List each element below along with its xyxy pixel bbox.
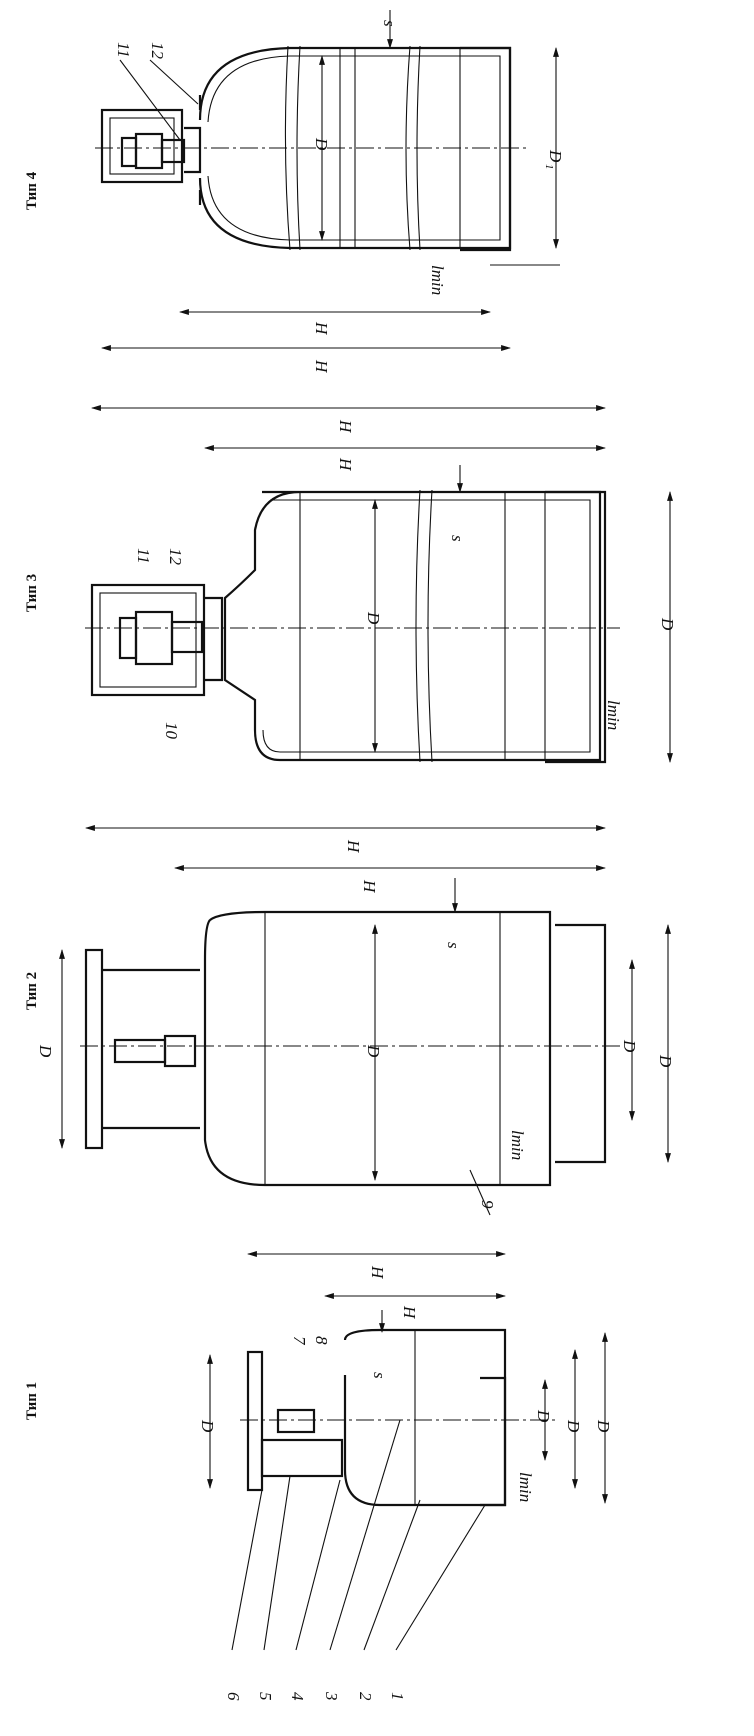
foot-ring bbox=[555, 923, 607, 1164]
part-12-t4: 12 bbox=[148, 42, 167, 60]
part-9-t2: 9 bbox=[478, 1200, 497, 1209]
type-1-view: Тип 1 D D D D s lmin H H 7 8 6 5 4 3 2 1 bbox=[24, 1251, 613, 1701]
type-2-title: Тип 2 bbox=[24, 972, 40, 1010]
dim-D-t2: D bbox=[364, 1044, 383, 1058]
part-8-t1: 8 bbox=[312, 1336, 331, 1345]
dim-D2-t1: D bbox=[198, 1419, 217, 1433]
dim-H1-t2: H bbox=[360, 879, 379, 894]
handle-ring bbox=[84, 948, 104, 1150]
dim-D-t4: D bbox=[312, 137, 331, 151]
dim-s-t3: s bbox=[448, 535, 467, 542]
handle-ring bbox=[246, 1350, 264, 1492]
dim-s-t4: s bbox=[380, 20, 399, 27]
cylinder-body bbox=[203, 910, 552, 1187]
part-7-t1: 7 bbox=[290, 1336, 309, 1346]
foot-ring bbox=[460, 46, 512, 252]
type-4-view: Тип 4 D D 1 s lmin H H 11 12 bbox=[24, 10, 565, 374]
type-3-view: Тип 3 D D s lmin H H 11 12 10 bbox=[24, 405, 677, 764]
dim-D3-t2: D bbox=[620, 1039, 639, 1053]
type-3-title: Тип 3 bbox=[24, 574, 40, 612]
dim-D-t3: D bbox=[364, 611, 383, 625]
valve-guard bbox=[90, 583, 206, 697]
dim-H1-t4: H bbox=[312, 321, 331, 336]
valve bbox=[113, 1038, 167, 1064]
type-4-title: Тип 4 bbox=[24, 171, 40, 210]
cylinder-body bbox=[343, 1328, 507, 1507]
part-1-t1: 1 bbox=[388, 1692, 407, 1701]
dim-H1-t1: H bbox=[400, 1305, 419, 1320]
valve bbox=[120, 136, 138, 168]
type-1-title: Тип 1 bbox=[24, 1382, 40, 1420]
valve-guard bbox=[100, 108, 184, 184]
part-2-t1: 2 bbox=[356, 1692, 375, 1701]
dim-H-t3: H bbox=[336, 419, 355, 434]
type-2-view: Тип 2 D D D D s lmin H H 9 bbox=[24, 825, 675, 1216]
dim-D1-t2: D bbox=[656, 1054, 675, 1068]
part-10-t3: 10 bbox=[162, 722, 181, 740]
part-11-t4: 11 bbox=[114, 42, 133, 58]
dim-s-t2: s bbox=[444, 942, 463, 949]
dim-D-t1: D bbox=[594, 1419, 613, 1433]
dim-s-t1: s bbox=[370, 1372, 389, 1379]
dim-lmin-t2: lmin bbox=[508, 1130, 527, 1160]
dim-D1-t1: D bbox=[564, 1419, 583, 1433]
valve bbox=[276, 1408, 316, 1434]
dim-D1-t3: D bbox=[658, 617, 677, 631]
dim-D3-t1: D bbox=[534, 1409, 553, 1423]
dim-H-t2: H bbox=[344, 839, 363, 854]
part-12-t3: 12 bbox=[166, 548, 185, 566]
foot-ring bbox=[545, 490, 607, 764]
dim-H-t1: H bbox=[368, 1265, 387, 1280]
part-11-t3: 11 bbox=[134, 548, 153, 564]
dim-H1-t3: H bbox=[336, 457, 355, 472]
part-3-t1: 3 bbox=[322, 1691, 341, 1701]
part-4-t1: 4 bbox=[288, 1692, 307, 1701]
dim-D1-t4: D bbox=[546, 149, 565, 163]
part-5-t1: 5 bbox=[256, 1692, 275, 1701]
dim-lmin-t1: lmin bbox=[516, 1472, 535, 1502]
valve bbox=[118, 616, 138, 660]
dim-H-t4: H bbox=[312, 359, 331, 374]
dim-lmin-t4: lmin bbox=[428, 265, 447, 295]
dim-D2-t2: D bbox=[36, 1044, 55, 1058]
part-6-t1: 6 bbox=[224, 1692, 243, 1701]
dim-lmin-t3: lmin bbox=[604, 700, 623, 730]
cylinder-body bbox=[223, 490, 602, 762]
svg-text:1: 1 bbox=[543, 164, 555, 170]
foot-ring bbox=[480, 1376, 507, 1507]
